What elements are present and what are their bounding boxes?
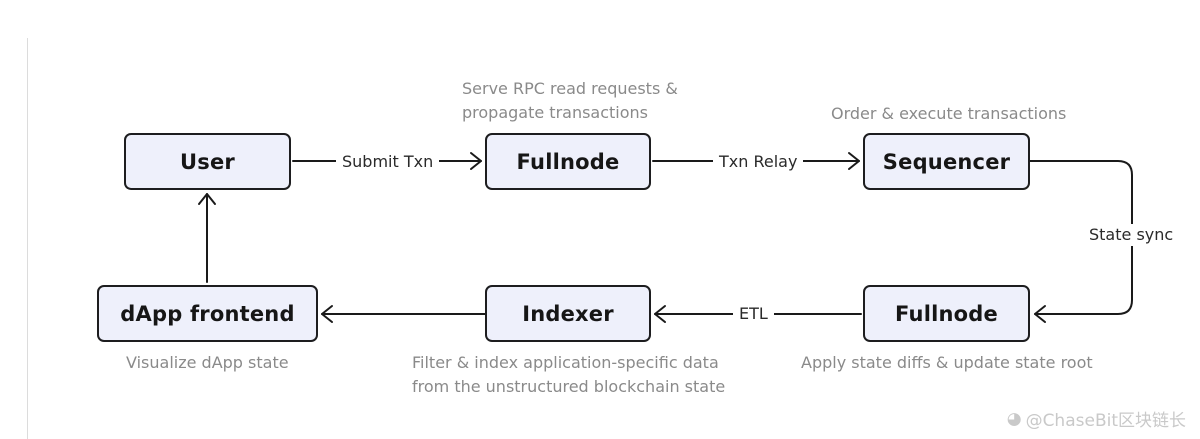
node-sequencer-label: Sequencer xyxy=(882,149,1011,174)
edge-label-etl: ETL xyxy=(733,303,774,325)
weibo-icon: ◕ xyxy=(1006,408,1022,429)
annotation-sequencer: Order & execute transactions xyxy=(831,104,1067,123)
arrowhead-indexer-to-dapp xyxy=(321,305,333,323)
node-user-label: User xyxy=(180,149,235,174)
node-fullnode-bottom: Fullnode xyxy=(863,285,1030,342)
node-dapp-frontend-label: dApp frontend xyxy=(120,301,295,326)
edge-label-txn-relay: Txn Relay xyxy=(713,151,804,173)
annotation-indexer-line1: Filter & index application-specific data xyxy=(412,353,719,372)
edge-label-state-sync: State sync xyxy=(1083,224,1180,246)
node-dapp-frontend: dApp frontend xyxy=(97,285,318,342)
watermark-text: @ChaseBit区块链长 xyxy=(1025,411,1186,431)
node-indexer-label: Indexer xyxy=(522,301,614,326)
node-user: User xyxy=(124,133,291,190)
annotation-dapp: Visualize dApp state xyxy=(126,353,289,372)
node-indexer: Indexer xyxy=(485,285,651,342)
annotation-fullnode-top-line1: Serve RPC read requests & xyxy=(462,79,678,98)
edge-label-submit-txn: Submit Txn xyxy=(336,151,440,173)
annotation-fullnode-bottom: Apply state diffs & update state root xyxy=(801,353,1093,372)
left-divider xyxy=(27,38,28,439)
watermark: ◕ @ChaseBit区块链长 xyxy=(1006,406,1186,432)
node-fullnode-top-label: Fullnode xyxy=(516,149,620,174)
node-sequencer: Sequencer xyxy=(863,133,1030,190)
arrowhead-dapp-to-user xyxy=(198,193,216,205)
node-fullnode-top: Fullnode xyxy=(485,133,651,190)
arrowhead-state-sync xyxy=(1034,305,1046,323)
annotation-indexer-line2: from the unstructured blockchain state xyxy=(412,377,726,396)
arrowhead-submit-txn xyxy=(470,152,482,170)
arrowhead-txn-relay xyxy=(848,152,860,170)
annotation-fullnode-top-line2: propagate transactions xyxy=(462,103,649,122)
node-fullnode-bottom-label: Fullnode xyxy=(895,301,998,326)
arrowhead-etl xyxy=(654,305,666,323)
